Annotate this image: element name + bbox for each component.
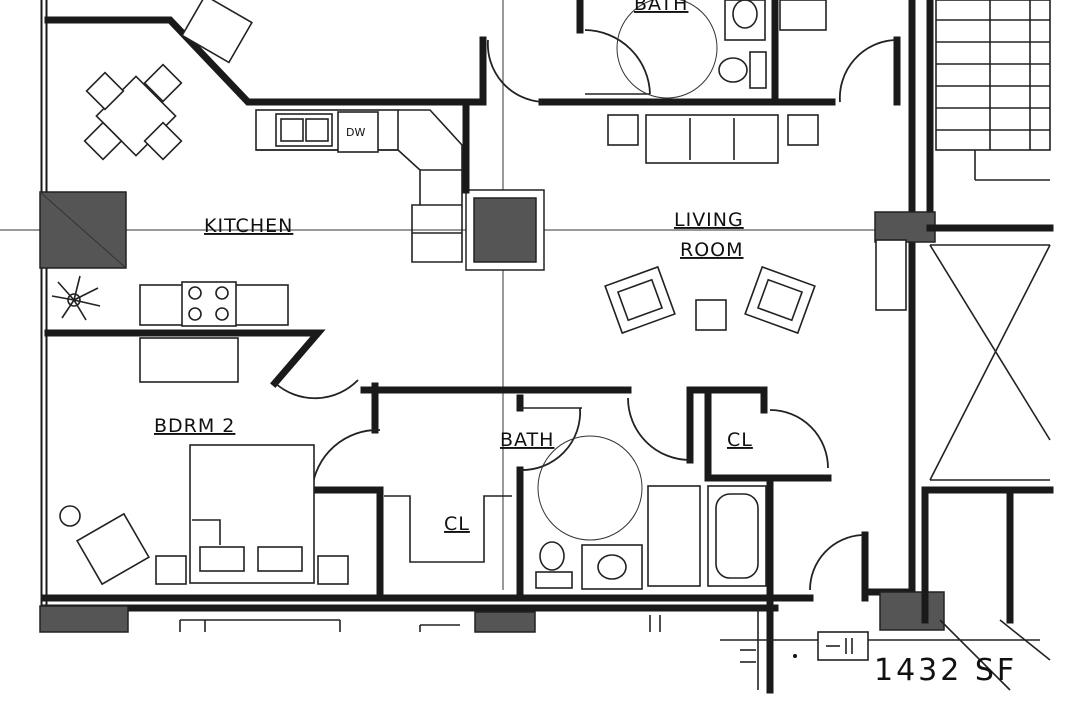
- kitchen-label: KITCHEN: [204, 215, 293, 237]
- column-right: [874, 211, 936, 243]
- exterior-walls: [40, 0, 934, 694]
- side-table: [695, 299, 727, 331]
- closet-hall-label: CL: [727, 429, 753, 451]
- closet-bedroom-label: CL: [444, 513, 470, 535]
- sofa: [645, 114, 779, 164]
- bath-lower-label: BATH: [500, 429, 554, 451]
- living-room-label-2: ROOM: [680, 239, 744, 261]
- bottom-details: [179, 615, 1040, 663]
- column-bottom-right: [879, 591, 945, 631]
- structural-columns: [39, 189, 945, 633]
- stair-corridor: [921, 0, 1054, 691]
- bath-upper-label: BATH: [634, 0, 688, 15]
- plant-icon: [51, 275, 101, 321]
- column-bottom-left: [39, 605, 129, 633]
- dining-table: [83, 0, 253, 161]
- lower-bath: [535, 435, 767, 590]
- bedroom-2-label: BDRM 2: [154, 415, 235, 437]
- upper-bath: BATH: [486, 0, 901, 106]
- room-labels: KITCHEN LIVING ROOM BDRM 2 BATH CL CL 14…: [154, 209, 1017, 688]
- column-bottom-mid: [474, 611, 536, 633]
- area-label: 1432 SF: [874, 653, 1017, 688]
- dishwasher: [337, 111, 379, 153]
- armchair-left: [604, 265, 676, 335]
- kitchen-fixtures: DW: [51, 109, 463, 327]
- living-furniture: [604, 114, 907, 335]
- meter-icon: [817, 631, 869, 661]
- vanity: [581, 544, 643, 590]
- bedroom-walls: [274, 379, 869, 602]
- kitchen-walls: [44, 16, 487, 388]
- bed: [189, 444, 315, 584]
- living-room-label-1: LIVING: [674, 209, 744, 231]
- bedroom-furniture: [59, 337, 512, 586]
- dishwasher-label: DW: [346, 126, 365, 139]
- armchair-right: [744, 265, 816, 335]
